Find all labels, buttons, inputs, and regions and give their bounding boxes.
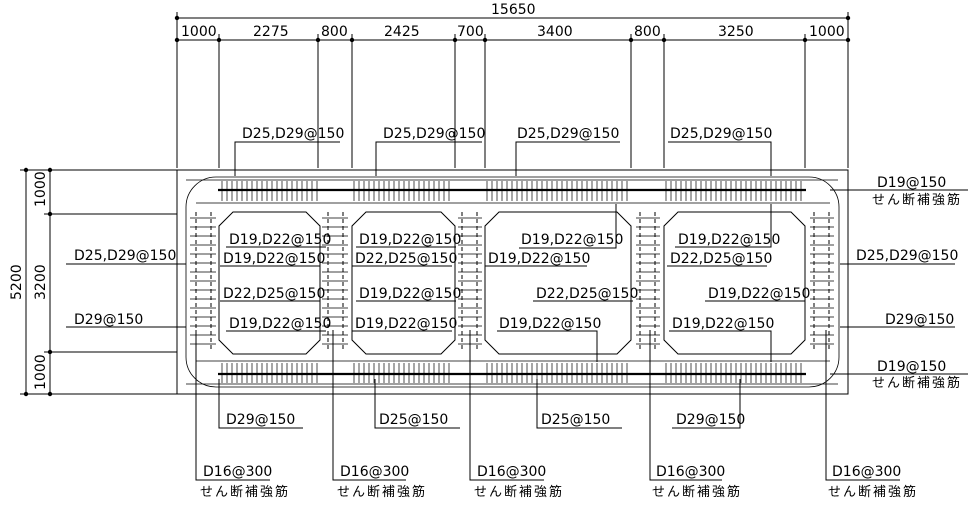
left-label-1: D25,D29@150	[74, 248, 176, 264]
cell3-label-4: D19,D22@150	[499, 316, 601, 332]
dim-seg-4: 2425	[384, 24, 420, 40]
right-bottom-shear-note: せん断補強筋	[872, 375, 962, 391]
right-low-label: D29@150	[885, 312, 954, 328]
top-leaders	[234, 141, 772, 176]
cell3-label-1: D19,D22@150	[521, 232, 623, 248]
bottom-label-2: D25@150	[379, 412, 448, 428]
dim-seg-2: 2275	[253, 24, 289, 40]
cell3-label-2: D19,D22@150	[488, 251, 590, 267]
cell3-label-3: D22,D25@150	[536, 286, 638, 302]
cell4-label-1: D19,D22@150	[678, 232, 780, 248]
cell1-label-3: D22,D25@150	[223, 286, 325, 302]
bottom-label-4: D29@150	[676, 412, 745, 428]
vdim-seg-1: 1000	[33, 171, 49, 207]
left-dimension-lines	[20, 167, 177, 397]
web-shear-note-4: せん断補強筋	[652, 484, 742, 500]
bottom-leaders	[218, 379, 741, 429]
dim-seg-8: 3250	[718, 24, 754, 40]
web-shear-label-3: D16@300	[477, 464, 546, 480]
cell4-label-4: D19,D22@150	[672, 316, 774, 332]
cell2-label-4: D19,D22@150	[355, 316, 457, 332]
inner-leaders	[220, 204, 805, 362]
dim-seg-5: 700	[457, 24, 484, 40]
web-shear-note-2: せん断補強筋	[337, 484, 427, 500]
cell2-label-1: D19,D22@150	[359, 232, 461, 248]
right-leaders	[830, 189, 968, 375]
web-shear-note-3: せん断補強筋	[474, 484, 564, 500]
top-dimension-lines	[174, 12, 851, 168]
cell1-label-1: D19,D22@150	[229, 232, 331, 248]
web-shear-label-2: D16@300	[340, 464, 409, 480]
web-tie-ticks	[190, 217, 834, 345]
top-label-3: D25,D29@150	[517, 126, 619, 142]
dim-seg-3: 800	[321, 24, 348, 40]
right-top-shear-label: D19@150	[877, 175, 946, 191]
cell2-label-2: D22,D25@150	[355, 251, 457, 267]
right-bottom-shear-label: D19@150	[877, 359, 946, 375]
total-height-label: 5200	[9, 264, 25, 300]
web-shear-label-1: D16@300	[203, 464, 272, 480]
cell4-label-3: D19,D22@150	[708, 286, 810, 302]
cell1-label-2: D19,D22@150	[223, 251, 325, 267]
total-width-label: 15650	[491, 2, 536, 18]
vdim-seg-3: 1000	[33, 354, 49, 390]
web-shear-leaders	[195, 330, 900, 481]
web-shear-label-4: D16@300	[656, 464, 725, 480]
top-label-2: D25,D29@150	[383, 126, 485, 142]
slab-stirrup-ticks	[221, 181, 802, 383]
web-rebar	[195, 212, 830, 352]
dim-seg-1: 1000	[181, 24, 217, 40]
cell4-label-2: D22,D25@150	[670, 251, 772, 267]
right-mid-label: D25,D29@150	[856, 248, 958, 264]
left-leaders	[66, 263, 186, 328]
web-shear-label-5: D16@300	[832, 464, 901, 480]
web-shear-note-5: せん断補強筋	[828, 484, 918, 500]
top-label-4: D25,D29@150	[670, 126, 772, 142]
vdim-seg-2: 3200	[33, 264, 49, 300]
left-label-2: D29@150	[74, 312, 143, 328]
dim-seg-7: 800	[634, 24, 661, 40]
bottom-label-1: D29@150	[226, 412, 295, 428]
dim-seg-6: 3400	[537, 24, 573, 40]
top-label-1: D25,D29@150	[242, 126, 344, 142]
box-culvert-section	[176, 169, 849, 395]
cell2-label-3: D19,D22@150	[359, 286, 461, 302]
dim-seg-9: 1000	[809, 24, 845, 40]
right-top-shear-note: せん断補強筋	[872, 192, 962, 208]
web-shear-note-1: せん断補強筋	[200, 484, 290, 500]
cell1-label-4: D19,D22@150	[229, 316, 331, 332]
bottom-label-3: D25@150	[541, 412, 610, 428]
